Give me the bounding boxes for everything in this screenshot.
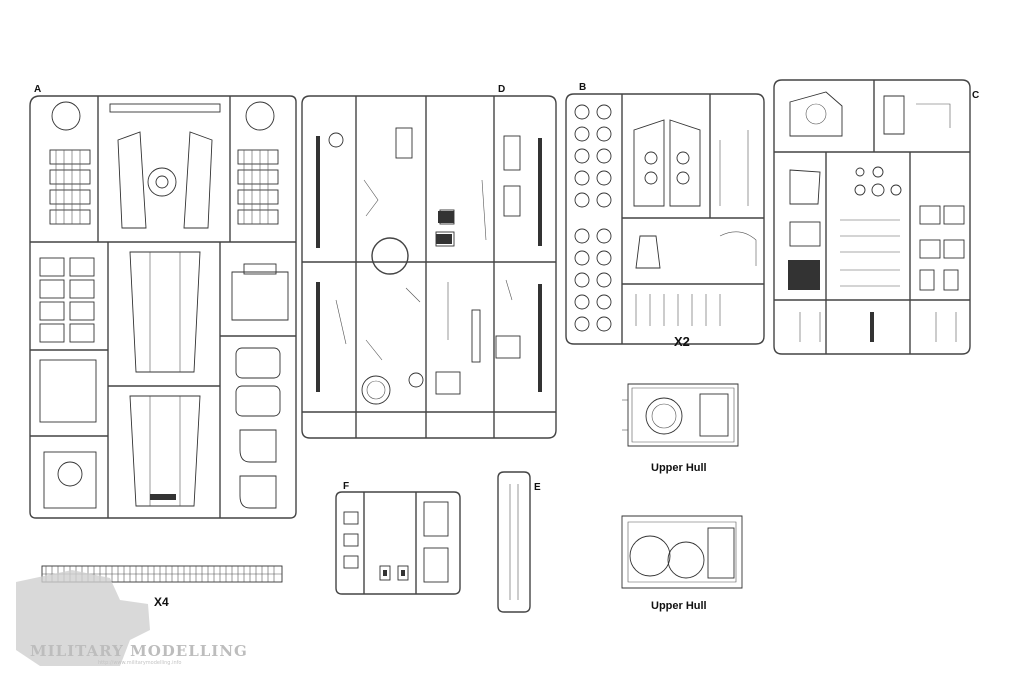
upper-hull-2-label: Upper Hull: [651, 600, 707, 612]
sprue-a: A: [29, 84, 297, 519]
sprue-e-letter: E: [534, 482, 541, 493]
track-multiplier: X4: [154, 595, 169, 609]
watermark-url: http://www.militarymodelling.info: [98, 660, 181, 666]
sprue-d-letter: D: [498, 84, 505, 95]
sprue-b: B X2: [565, 82, 765, 349]
sprue-a-letter: A: [34, 84, 41, 95]
upper-hull-1: Upper Hull: [622, 383, 739, 474]
watermark: MILITARY MODELLING http://www.militarymo…: [16, 570, 248, 666]
sprue-f: F: [335, 481, 461, 595]
watermark-brand: MILITARY MODELLING: [30, 642, 248, 660]
sprue-c-letter: C: [972, 90, 979, 101]
sprue-d: D: [301, 84, 557, 439]
sprue-f-letter: F: [343, 481, 349, 492]
sprue-b-letter: B: [579, 82, 586, 93]
sprue-b-multiplier: X2: [674, 334, 690, 349]
upper-hull-2: Upper Hull: [621, 515, 743, 612]
sprue-c: C: [773, 79, 979, 355]
track-sprue: X4: [41, 565, 283, 609]
sprue-e: E: [497, 471, 541, 613]
tank-silhouette-icon: [16, 570, 150, 666]
upper-hull-1-label: Upper Hull: [651, 462, 707, 474]
